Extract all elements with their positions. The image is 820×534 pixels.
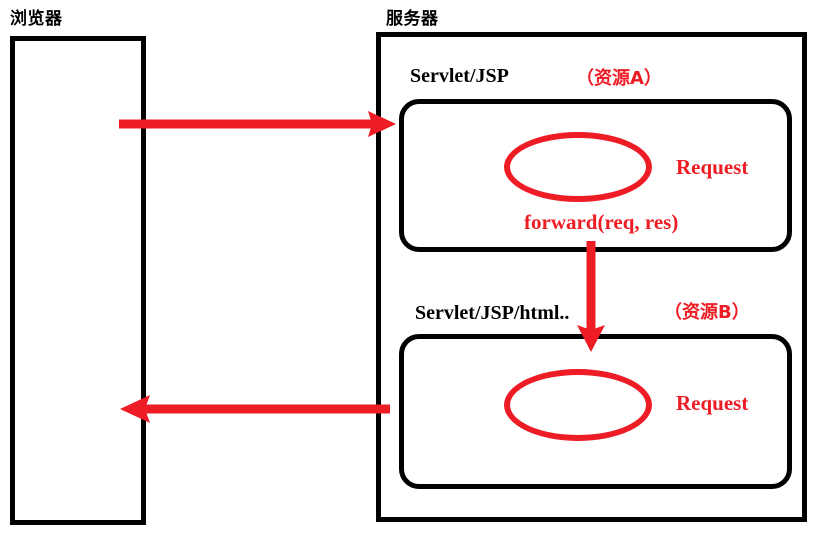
request-b-label: Request	[676, 391, 749, 415]
resource-b-tag-label: （资源B）	[664, 302, 750, 323]
resource-b-name-label: Servlet/JSP/html..	[415, 302, 570, 324]
server-box	[376, 32, 807, 522]
request-a-ellipse	[504, 132, 652, 202]
request-a-label: Request	[676, 155, 749, 179]
server-title-label: 服务器	[386, 9, 439, 29]
browser-title-label: 浏览器	[10, 9, 63, 29]
resource-a-box	[399, 99, 792, 252]
response-arrow-left	[120, 395, 390, 423]
request-arrow-right	[119, 111, 396, 137]
forward-call-label: forward(req, res)	[524, 210, 679, 234]
browser-box	[10, 36, 146, 525]
request-b-ellipse	[504, 369, 652, 441]
resource-a-tag-label: （资源A）	[576, 68, 662, 89]
resource-a-name-label: Servlet/JSP	[410, 65, 509, 87]
